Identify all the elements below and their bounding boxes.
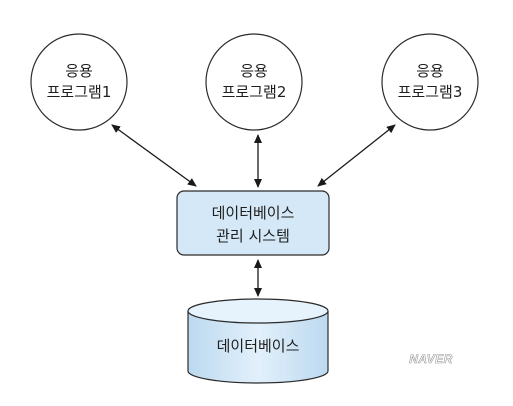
application-node-3: 응용 프로그램3	[381, 33, 479, 131]
naver-watermark: NAVER	[409, 352, 453, 366]
arrow-app3-dbms	[317, 124, 396, 187]
application-label-line1: 응용	[65, 62, 93, 80]
application-label-line2: 프로그램1	[47, 83, 112, 101]
database-cylinder-body	[187, 311, 329, 384]
application-node-1: 응용 프로그램1	[30, 33, 128, 131]
application-label-line2: 프로그램3	[398, 83, 463, 101]
arrow-app1-dbms	[111, 124, 197, 187]
database-node: 데이터베이스	[187, 298, 329, 384]
application-circle	[381, 33, 479, 131]
application-node-2: 응용 프로그램2	[205, 33, 303, 131]
database-label: 데이터베이스	[217, 337, 300, 355]
application-label-line1: 응용	[240, 62, 268, 80]
dbms-label-line1: 데이터베이스	[212, 204, 295, 222]
application-circle	[30, 33, 128, 131]
database-cylinder-top	[187, 298, 329, 324]
dbms-label-line2: 관리 시스템	[216, 227, 290, 245]
dbms-box	[176, 190, 330, 256]
dbms-node: 데이터베이스 관리 시스템	[176, 190, 330, 256]
application-label-line2: 프로그램2	[222, 83, 287, 101]
application-circle	[205, 33, 303, 131]
application-label-line1: 응용	[416, 62, 444, 80]
